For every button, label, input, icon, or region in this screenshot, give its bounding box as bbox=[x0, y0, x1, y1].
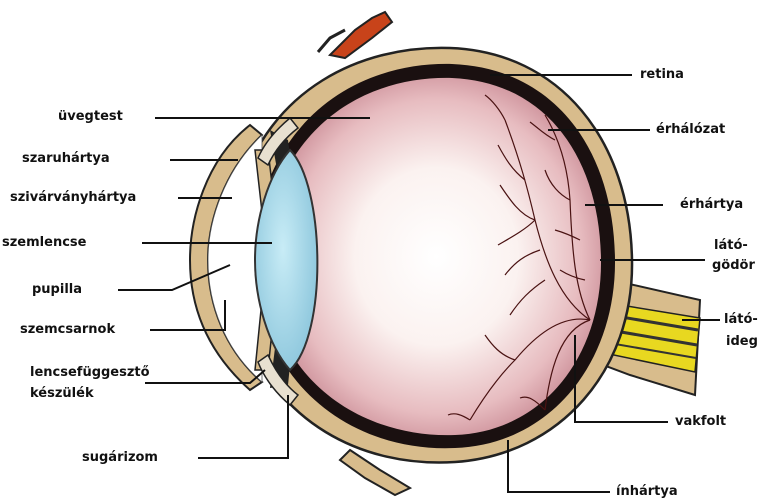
label-latogodor-line2: gödör bbox=[712, 258, 755, 274]
label-latoideg-line2: ideg bbox=[726, 334, 758, 350]
label-latoideg-line1: látó- bbox=[724, 312, 758, 328]
label-retina: retina bbox=[640, 67, 684, 83]
label-inhartya: ínhártya bbox=[616, 484, 678, 500]
label-erhalozat: érhálózat bbox=[656, 122, 725, 138]
label-pupilla: pupilla bbox=[32, 282, 82, 298]
label-uvegtest: üvegtest bbox=[58, 109, 123, 125]
label-szemlencse: szemlencse bbox=[2, 235, 86, 251]
label-lencsefuggeszto-line2: készülék bbox=[30, 386, 94, 402]
label-sugarizom: sugárizom bbox=[82, 450, 158, 466]
vitreous-body bbox=[272, 78, 601, 435]
label-szaruhartya: szaruhártya bbox=[22, 151, 110, 167]
label-latogodor-line1: látó- bbox=[714, 238, 748, 254]
label-vakfolt: vakfolt bbox=[675, 414, 726, 430]
eye-muscle-top bbox=[318, 12, 392, 58]
label-szemcsarnok: szemcsarnok bbox=[20, 322, 115, 338]
label-erhartya: érhártya bbox=[680, 197, 743, 213]
label-szivarvanyhartya: szivárványhártya bbox=[10, 190, 136, 206]
label-lencsefuggeszto-line1: lencsefüggesztő bbox=[30, 365, 150, 381]
